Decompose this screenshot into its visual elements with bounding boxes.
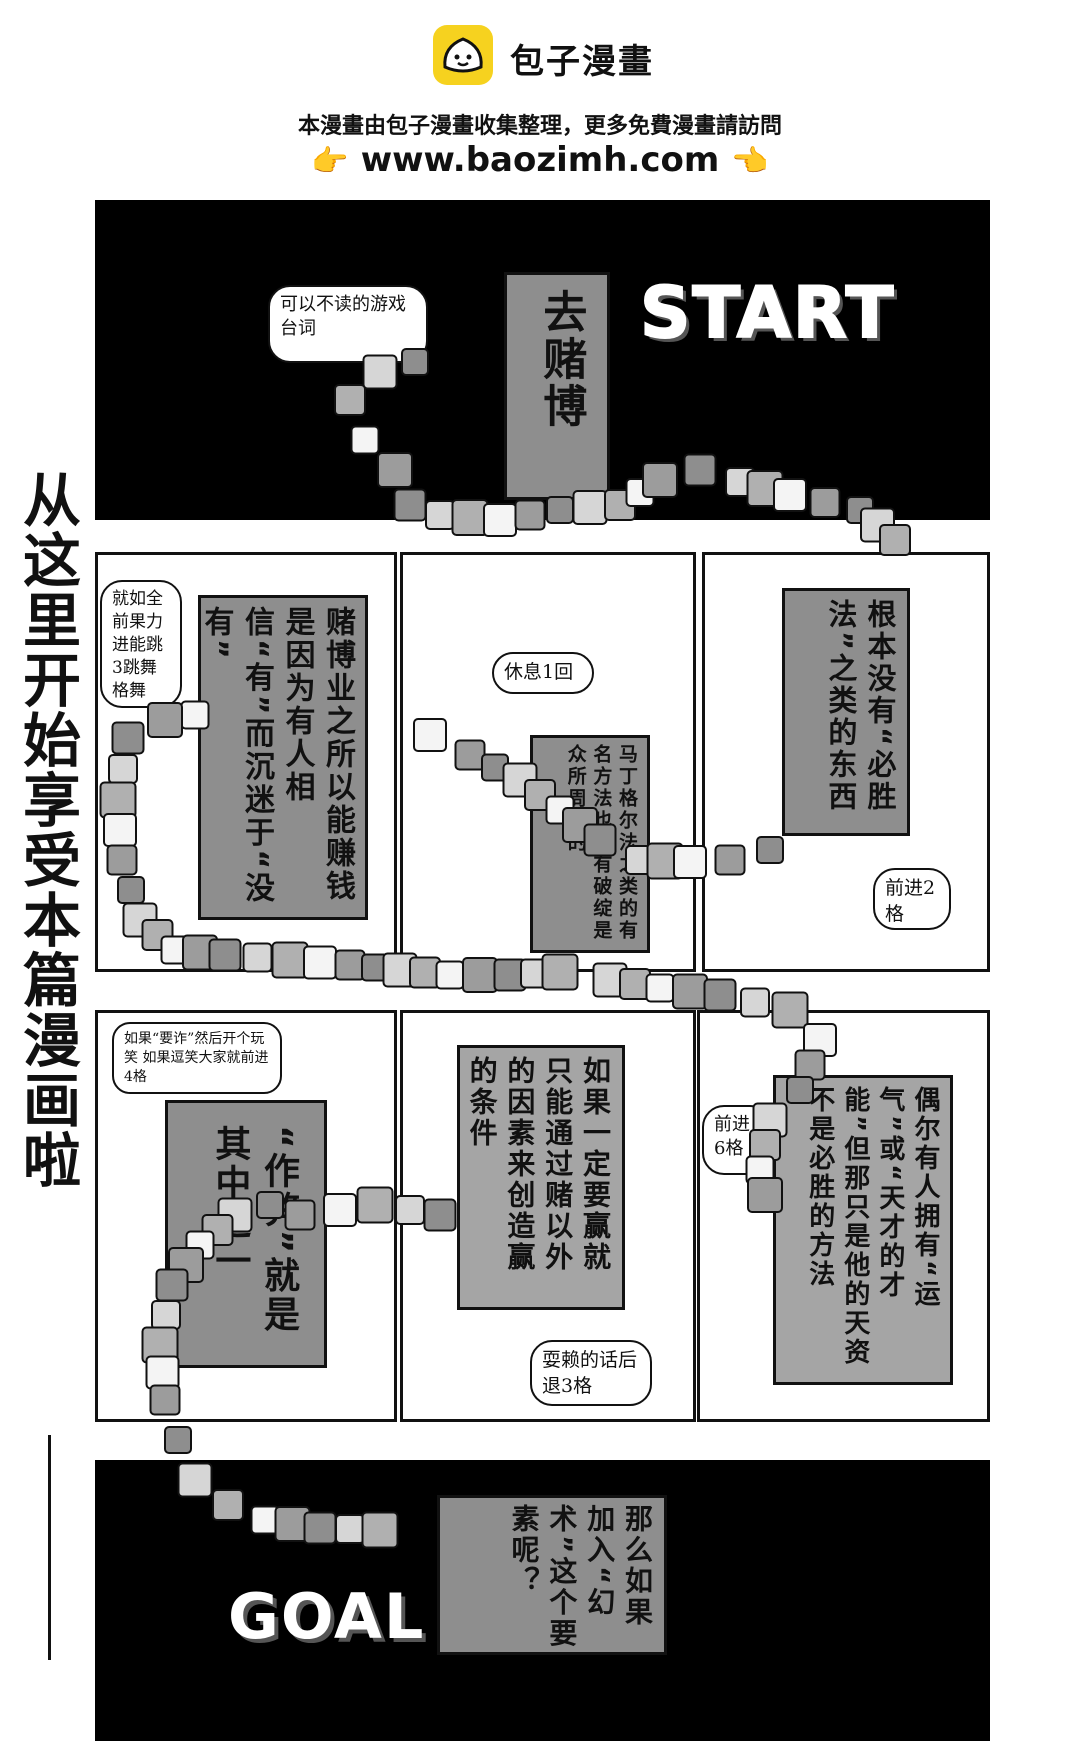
start-box-text: 去赌博 bbox=[535, 289, 587, 430]
url-row: 👉 www.baozimh.com 👈 bbox=[0, 140, 1080, 180]
baozi-logo-icon bbox=[433, 25, 493, 85]
bubble-back-3: 耍赖的话后退3格 bbox=[530, 1340, 652, 1406]
site-url-link[interactable]: www.baozimh.com bbox=[360, 140, 720, 180]
board-tile bbox=[164, 1426, 192, 1454]
site-notice: 本漫畫由包子漫畫收集整理，更多免費漫畫請訪問 bbox=[297, 114, 782, 139]
panel-1-text: 赌博业之所以能赚钱是因为有人相信“有”而沉迷于“没有” bbox=[198, 606, 356, 906]
panel-3-text: 根本没有“必胜法”之类的东西 bbox=[823, 599, 897, 814]
side-title: 从这里开始享受本篇漫画啦 bbox=[13, 470, 81, 1190]
board-tile bbox=[703, 978, 737, 1012]
panel-4-text: “作弊”就是其中之一 bbox=[209, 1125, 299, 1335]
bubble-jump: 就如全前果力进能跳3跳舞格舞 bbox=[100, 580, 182, 708]
start-box: 去赌博 bbox=[504, 272, 610, 500]
side-divider bbox=[48, 1435, 51, 1660]
bubble-joke: 如果“要诈”然后开个玩笑 如果逗笑大家就前进4格 bbox=[112, 1022, 282, 1094]
panel-5-text: 如果一定要赢就只能通过赌以外的因素来创造赢的条件 bbox=[465, 1056, 612, 1273]
panel-1-textbox: 赌博业之所以能赚钱是因为有人相信“有”而沉迷于“没有” bbox=[198, 595, 368, 920]
board-tile bbox=[672, 973, 708, 1010]
start-label: START bbox=[639, 271, 896, 355]
bubble-advance-2: 前进2格 bbox=[873, 868, 951, 930]
goal-label: GOAL bbox=[228, 1580, 426, 1653]
board-tile bbox=[619, 968, 651, 1000]
goal-text: 那么如果加入“幻术”这个要素呢？ bbox=[507, 1504, 654, 1650]
goal-box: 那么如果加入“幻术”这个要素呢？ bbox=[437, 1495, 667, 1655]
panel-5-textbox: 如果一定要赢就只能通过赌以外的因素来创造赢的条件 bbox=[457, 1045, 625, 1310]
pointing-right-icon: 👉 bbox=[311, 144, 349, 179]
board-tile bbox=[879, 524, 911, 556]
panel-2-textbox: 马丁格尔法之类的有名方法也会有破绽是众所周知的 bbox=[530, 735, 650, 953]
panel-6-text: 偶尔有人拥有“运气”或“天才的才能”但那只是他的天资不是必胜的方法 bbox=[804, 1086, 940, 1368]
panel-2-text: 马丁格尔法之类的有名方法也会有破绽是众所周知的 bbox=[564, 744, 638, 942]
board-tile bbox=[645, 973, 675, 1003]
panel-3-textbox: 根本没有“必胜法”之类的东西 bbox=[782, 588, 910, 836]
panel-6-textbox: 偶尔有人拥有“运气”或“天才的才能”但那只是他的天资不是必胜的方法 bbox=[773, 1075, 953, 1385]
bubble-advance-6: 前进6格 bbox=[702, 1105, 772, 1175]
bubble-rest: 休息1回 bbox=[492, 652, 594, 694]
pointing-left-icon: 👈 bbox=[731, 144, 769, 179]
bubble-skip-dialogue: 可以不读的游戏台词 bbox=[268, 285, 428, 363]
site-name: 包子漫畫 bbox=[510, 42, 654, 82]
panel-4-textbox: “作弊”就是其中之一 bbox=[165, 1100, 327, 1368]
